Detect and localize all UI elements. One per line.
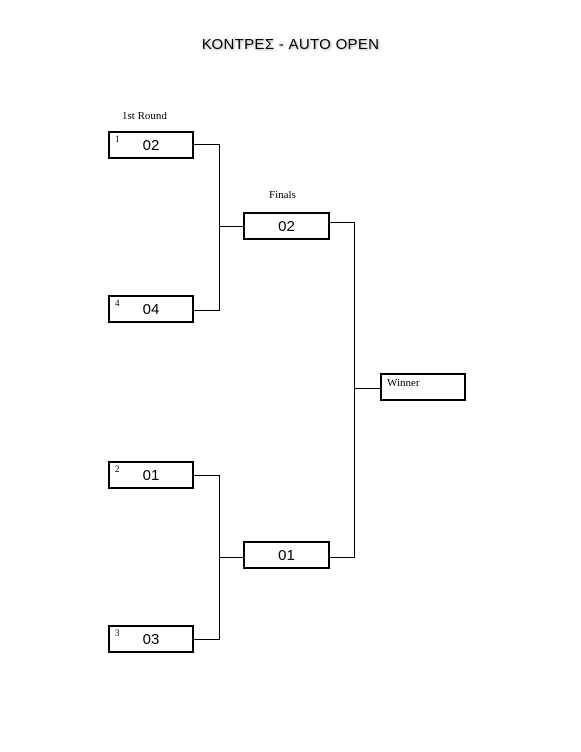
connector-line xyxy=(330,222,355,223)
team-name: 01 xyxy=(278,547,295,564)
connector-line xyxy=(194,475,220,476)
connector-line xyxy=(194,144,220,145)
connector-line xyxy=(194,639,220,640)
seed-number: 1 xyxy=(115,134,120,144)
first-round-slot-seed-2: 2 01 xyxy=(108,461,194,489)
seed-number: 3 xyxy=(115,628,120,638)
winner-label: Winner xyxy=(387,377,420,389)
finals-slot-top: 02 xyxy=(243,212,330,240)
team-name: 02 xyxy=(278,218,295,235)
round-label-finals: Finals xyxy=(269,189,296,201)
seed-number: 2 xyxy=(115,464,120,474)
connector-line xyxy=(354,222,355,558)
first-round-slot-seed-3: 3 03 xyxy=(108,625,194,653)
connector-line xyxy=(354,388,381,389)
connector-line xyxy=(219,144,220,311)
seed-number: 4 xyxy=(115,298,120,308)
connector-line xyxy=(219,557,244,558)
connector-line xyxy=(330,557,355,558)
team-name: 03 xyxy=(142,631,160,648)
round-label-1st-round: 1st Round xyxy=(122,110,167,122)
connector-line xyxy=(194,310,220,311)
team-name: 02 xyxy=(142,137,160,154)
finals-slot-bottom: 01 xyxy=(243,541,330,569)
first-round-slot-seed-1: 1 02 xyxy=(108,131,194,159)
first-round-slot-seed-4: 4 04 xyxy=(108,295,194,323)
connector-line xyxy=(219,226,244,227)
bracket-title: ΚΟΝΤΡΕΣ - AUTO OPEN xyxy=(201,36,380,53)
winner-slot: Winner xyxy=(380,373,466,401)
team-name: 04 xyxy=(142,301,160,318)
team-name: 01 xyxy=(142,467,160,484)
